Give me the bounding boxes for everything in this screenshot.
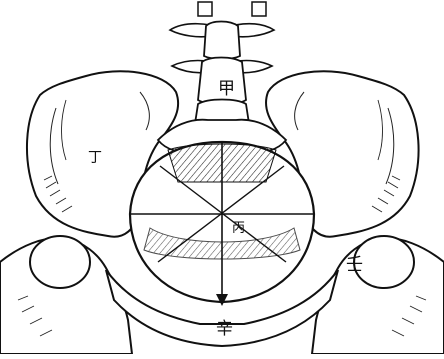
label-lumbar-vertebra: 甲 xyxy=(218,79,235,99)
label-sacrum-tip: 辛 xyxy=(216,319,233,339)
pelvic-inlet xyxy=(130,142,314,306)
label-inlet-center: 丙 xyxy=(232,221,245,236)
label-right-femur: 壬 xyxy=(346,255,363,275)
label-left-ilium: 丁 xyxy=(88,150,102,166)
lumbar-vertebrae xyxy=(170,2,274,135)
